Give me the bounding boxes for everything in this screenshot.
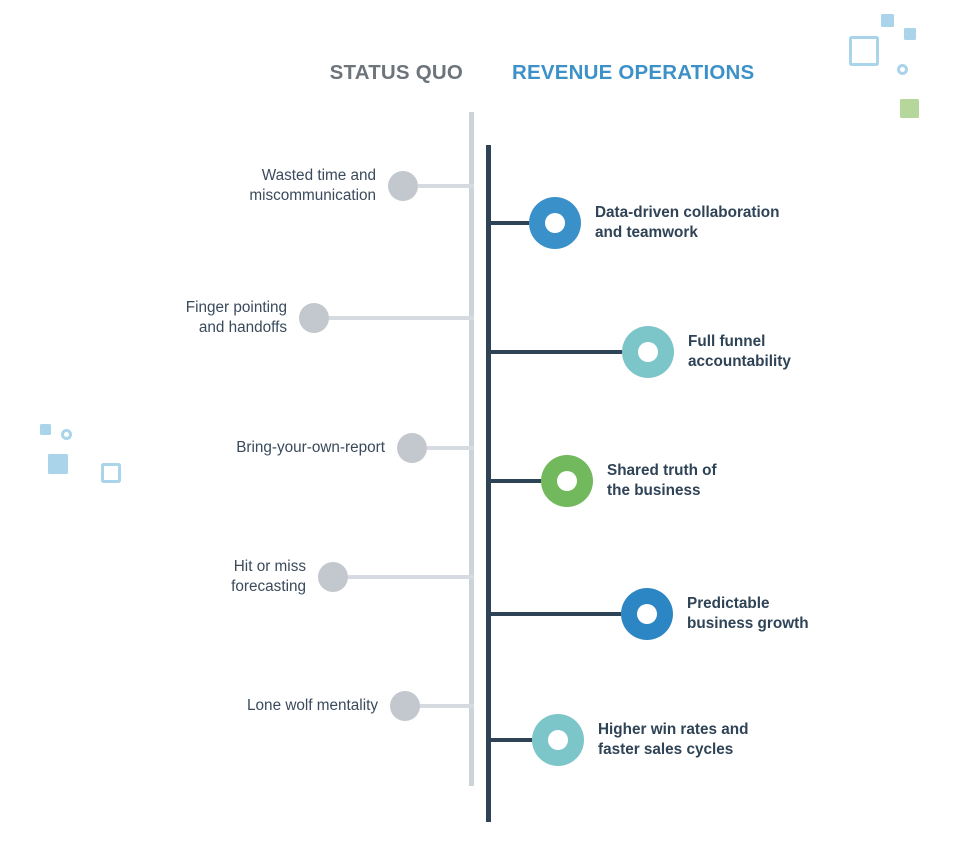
status-quo-connector-line: [427, 446, 474, 450]
revenue-ops-donut-teal-icon: [532, 714, 584, 766]
status-quo-connector-line: [420, 704, 474, 708]
deco-square-top-right-2: [904, 28, 916, 40]
status-quo-node-dot: [318, 562, 348, 592]
status-quo-row: Lone wolf mentality: [0, 690, 474, 722]
revenue-ops-connector-line: [488, 479, 541, 483]
revenue-ops-connector-line: [488, 221, 529, 225]
revenue-ops-connector-line: [488, 350, 622, 354]
revenue-ops-row: Data-driven collaboration and teamwork: [488, 196, 779, 250]
status-quo-row: Bring-your-own-report: [0, 432, 474, 464]
revenue-ops-label: Data-driven collaboration and teamwork: [595, 203, 780, 241]
status-quo-node-dot: [299, 303, 329, 333]
deco-ring-top-right: [897, 64, 908, 75]
revenue-ops-donut-green-icon: [541, 455, 593, 507]
status-quo-label: Bring-your-own-report: [236, 438, 385, 456]
status-quo-label: Finger pointing and handoffs: [185, 298, 287, 336]
revenue-ops-label: Predictable business growth: [687, 594, 809, 632]
status-quo-connector-line: [348, 575, 474, 579]
revenue-ops-label: Higher win rates and faster sales cycles: [598, 720, 749, 758]
status-quo-node-dot: [388, 171, 418, 201]
status-quo-row: Hit or miss forecasting: [0, 558, 474, 595]
deco-square-left-1: [40, 424, 51, 435]
revenue-ops-donut-blue-icon: [529, 197, 581, 249]
revenue-ops-donut-blue-icon: [621, 588, 673, 640]
status-quo-node-dot: [390, 691, 420, 721]
status-quo-row: Wasted time and miscommunication: [0, 167, 474, 204]
deco-square-outline-top-right: [849, 36, 879, 66]
revenue-ops-label: Full funnel accountability: [688, 332, 791, 370]
deco-ring-left: [61, 429, 72, 440]
revenue-ops-donut-teal-icon: [622, 326, 674, 378]
column-header-revenue-operations: REVENUE OPERATIONS: [512, 61, 755, 84]
deco-square-green-top-right: [900, 99, 919, 118]
status-quo-node-dot: [397, 433, 427, 463]
column-header-status-quo: STATUS QUO: [329, 61, 463, 84]
revenue-ops-row: Higher win rates and faster sales cycles: [488, 713, 748, 767]
status-quo-label: Hit or miss forecasting: [231, 557, 306, 595]
revenue-ops-row: Full funnel accountability: [488, 325, 791, 379]
revenue-ops-connector-line: [488, 612, 621, 616]
status-quo-label: Wasted time and miscommunication: [249, 166, 376, 204]
revenue-ops-label: Shared truth of the business: [607, 461, 717, 499]
revenue-ops-row: Predictable business growth: [488, 587, 809, 641]
revenue-ops-spine-line: [486, 145, 491, 822]
deco-square-left-2: [48, 454, 68, 474]
status-quo-connector-line: [329, 316, 474, 320]
status-quo-connector-line: [418, 184, 474, 188]
deco-square-top-right-1: [881, 14, 894, 27]
revenue-ops-row: Shared truth of the business: [488, 454, 717, 508]
status-quo-label: Lone wolf mentality: [247, 696, 378, 714]
status-quo-row: Finger pointing and handoffs: [0, 299, 474, 336]
revenue-ops-connector-line: [488, 738, 532, 742]
deco-square-outline-left: [101, 463, 121, 483]
